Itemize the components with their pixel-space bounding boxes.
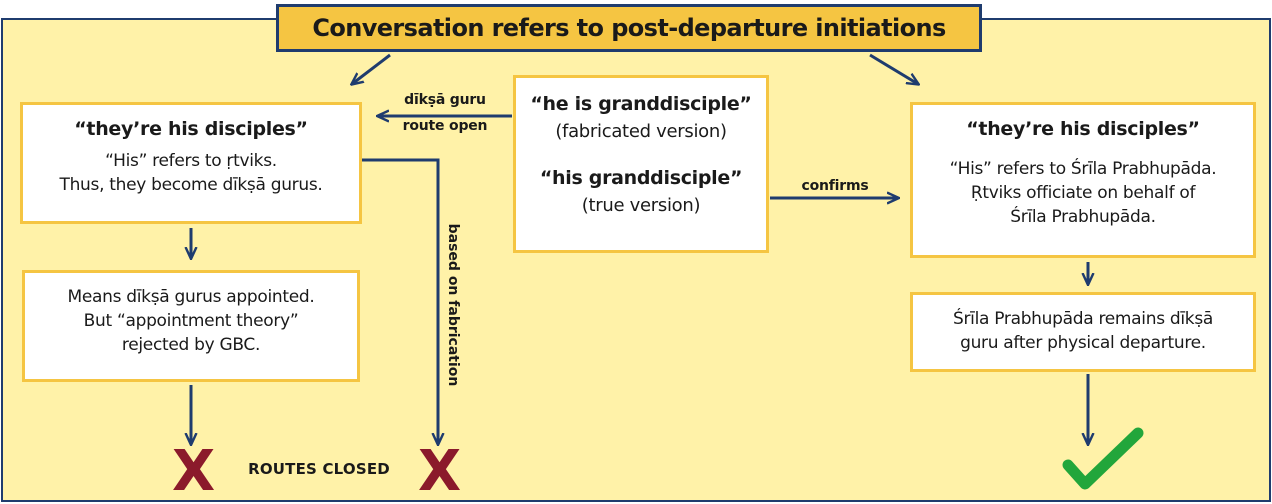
- title-text: Conversation refers to post-departure in…: [312, 14, 946, 42]
- right-disciples-box: “they’re his disciples” “His” refers to …: [910, 102, 1256, 258]
- fabricated-note: (fabricated version): [555, 121, 727, 142]
- left-disciples-box: “they’re his disciples” “His” refers to …: [20, 102, 362, 224]
- left-appointed-box: Means dīkṣā gurus appointed. But “appoin…: [22, 270, 360, 382]
- remains-line-2: guru after physical departure.: [960, 333, 1206, 353]
- routes-closed-label: ROUTES CLOSED: [248, 460, 390, 478]
- left-line-2: Thus, they become dīkṣā gurus.: [59, 175, 323, 195]
- appointed-line-1: Means dīkṣā gurus appointed.: [67, 287, 315, 307]
- left-heading: “they’re his disciples”: [74, 118, 308, 140]
- arrow-title-to-left: [352, 53, 391, 84]
- left-line-1: “His” refers to ṛtviks.: [105, 151, 277, 171]
- center-quote-box: “he is granddisciple” (fabricated versio…: [513, 75, 769, 253]
- right-remains-box: Śrīla Prabhupāda remains dīkṣā guru afte…: [910, 292, 1256, 372]
- true-quote: “his granddisciple”: [539, 167, 743, 189]
- arrow-title-to-right: [869, 53, 918, 84]
- right-line-3: Śrīla Prabhupāda.: [1010, 207, 1156, 227]
- appointed-line-3: rejected by GBC.: [121, 335, 261, 355]
- label-based-on-fabrication: based on fabrication: [445, 223, 461, 387]
- label-diksa-guru-route-open: dīkṣā guru route open: [378, 90, 512, 136]
- appointed-line-2: But “appointment theory”: [83, 311, 299, 331]
- right-line-1: “His” refers to Śrīla Prabhupāda.: [949, 159, 1217, 179]
- arrow-fabrication-to-closed: [362, 158, 438, 444]
- right-heading: “they’re his disciples”: [966, 118, 1200, 140]
- label-diksa-guru: dīkṣā guru: [404, 92, 486, 108]
- remains-line-1: Śrīla Prabhupāda remains dīkṣā: [952, 309, 1213, 329]
- diagram-title: Conversation refers to post-departure in…: [276, 4, 982, 52]
- x-mark-right: X: [418, 439, 462, 504]
- right-line-2: Ṛtviks officiate on behalf of: [970, 183, 1196, 203]
- x-mark-left: X: [172, 439, 216, 504]
- fabricated-quote: “he is granddisciple”: [530, 93, 752, 115]
- label-confirms: confirms: [801, 178, 869, 194]
- true-note: (true version): [581, 195, 701, 216]
- check-icon: [1062, 427, 1144, 490]
- label-route-open: route open: [402, 118, 488, 134]
